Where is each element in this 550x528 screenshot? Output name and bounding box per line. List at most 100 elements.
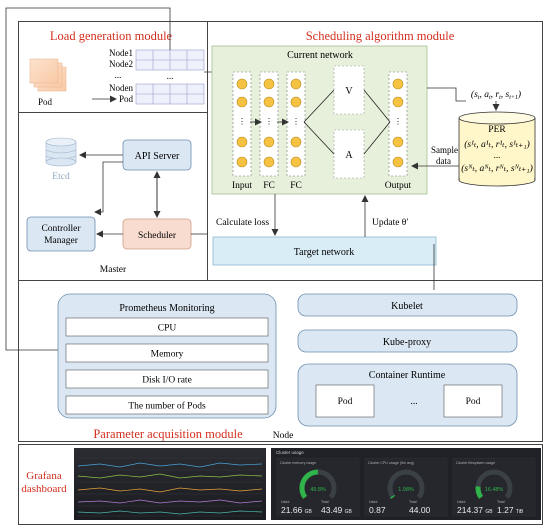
gauge-used-label: Used: [281, 500, 289, 504]
input-layer: ⋮: [232, 71, 252, 177]
neuron: [392, 136, 404, 148]
neuron-ellipsis: ⋮: [238, 117, 246, 126]
grafana-label-2: dashboard: [21, 483, 67, 495]
gauge-title: Cluster filesystem usage: [456, 461, 495, 465]
gauge-title: Cluster memory usage: [280, 461, 316, 465]
controller-manager-label-2: Manager: [44, 236, 79, 246]
metric-box: [65, 317, 269, 337]
neuron: [263, 96, 275, 108]
node-label: Node: [273, 431, 294, 441]
pod-box-1: [315, 384, 375, 418]
gauge-total-label: Total: [497, 500, 505, 504]
per-row-1: (s¹ₜ, a¹ₜ, r¹ₜ, s¹ₜ₊₁): [464, 139, 530, 150]
gauge-total-label: Total: [321, 500, 329, 504]
neuron-ellipsis: ⋮: [265, 117, 273, 126]
kube-proxy-box: [297, 329, 518, 353]
load-module-title: Load generation module: [50, 29, 173, 43]
grafana-label-1: Grafana: [26, 470, 62, 482]
node2-label: Node2: [109, 59, 133, 69]
pod-box-2-label: Pod: [466, 397, 481, 407]
neuron: [263, 78, 275, 90]
grafana-panel-title: Cluster usage: [276, 450, 304, 455]
per-dots: ...: [494, 150, 501, 160]
container-runtime-label: Container Runtime: [369, 370, 446, 381]
metric-label: CPU: [158, 324, 177, 334]
prometheus-title: Prometheus Monitoring: [119, 303, 214, 314]
pod-box-2: [443, 384, 503, 418]
grafana-gauges-panel: Cluster usage Cluster memory usage49.8%U…: [271, 448, 541, 520]
target-network-box: [212, 236, 437, 266]
gauge-used-value: 0.87: [369, 505, 386, 515]
master-label: Master: [100, 265, 127, 275]
fc2-layer: ⋮: [286, 71, 306, 177]
metric-label: The number of Pods: [128, 401, 206, 412]
metric-label: Disk I/O rate: [142, 376, 192, 386]
etcd-label: Etcd: [52, 172, 70, 182]
scheduling-module-title: Scheduling algorithm module: [306, 29, 455, 43]
kubelet-box: [297, 293, 518, 317]
neuron-ellipsis: ⋮: [394, 117, 402, 126]
a-stream-box: [333, 129, 365, 179]
gauge-total-value: 1.27 TiB: [497, 505, 524, 515]
output-to-per-line: [427, 87, 466, 102]
node-grid-bottom: [135, 83, 205, 105]
kubelet-label: Kubelet: [391, 301, 423, 312]
calculate-loss-label: Calculate loss: [216, 218, 269, 228]
grafana-graphs-panel: [74, 448, 266, 520]
pod-box-dots: ...: [410, 397, 417, 407]
fc1-layer-label: FC: [263, 181, 275, 191]
transition-tuple: (st, at, rt, st+1): [471, 89, 521, 101]
neuron: [290, 136, 302, 148]
neuron: [290, 156, 302, 168]
gauge-used-value: 21.66 GB: [281, 505, 313, 515]
neuron: [236, 96, 248, 108]
metric-box: [65, 395, 269, 415]
metric-box: [65, 369, 269, 389]
master-arrows: [79, 151, 161, 238]
output-layer-label: Output: [385, 181, 412, 191]
per-row-n: (sᴺₜ, aᴺₜ, rᴺₜ, sᴺₜ₊₁): [461, 163, 533, 174]
gauge-total-label: Total: [409, 500, 417, 504]
fc1-layer: ⋮: [259, 71, 279, 177]
kube-proxy-label: Kube-proxy: [383, 337, 431, 348]
neuron: [392, 96, 404, 108]
node-grid-top: [135, 49, 205, 71]
neuron: [236, 156, 248, 168]
a-stream-label: A: [345, 150, 353, 161]
fc2-layer-label: FC: [290, 181, 302, 191]
pod-box-1-label: Pod: [338, 397, 353, 407]
gauge-used-label: Used: [457, 500, 465, 504]
api-server-label: API Server: [135, 151, 180, 162]
neuron: [236, 136, 248, 148]
v-stream-box: [333, 65, 365, 115]
gauge-percent: 16.48%: [485, 487, 504, 493]
neuron: [263, 156, 275, 168]
neuron: [290, 96, 302, 108]
load-to-network-line: [5, 7, 171, 351]
gauge-total-value: 44.00: [409, 505, 431, 515]
gauge-used-label: Used: [369, 500, 377, 504]
stream-connectors: [250, 89, 391, 155]
gauge-fill: [390, 494, 396, 499]
controller-manager-box: [26, 216, 96, 252]
gauge-total-value: 43.49 GB: [321, 505, 353, 515]
neuron: [263, 136, 275, 148]
update-label: Update θ′: [372, 218, 408, 228]
pod-stack-icon: [29, 58, 67, 92]
network-layers: ⋮ ⋮ ⋮ ⋮: [232, 71, 408, 177]
gauge-fill: [299, 469, 319, 499]
metric-label: Memory: [151, 350, 184, 360]
gauge-fill: [475, 486, 484, 499]
gauge-title: Cluster CPU usage (5m avg): [368, 461, 414, 465]
input-layer-label: Input: [232, 181, 252, 191]
sample-label-2: data: [436, 156, 451, 166]
per-label: PER: [488, 125, 506, 135]
neuron: [236, 78, 248, 90]
pod-label-left: Pod: [38, 97, 53, 107]
pod-arrow-label: Pod: [119, 94, 134, 104]
